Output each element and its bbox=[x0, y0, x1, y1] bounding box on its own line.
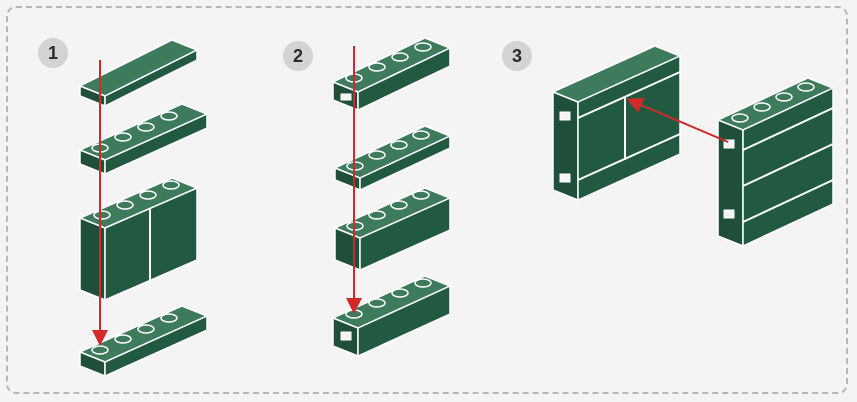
step3-right-assembly bbox=[718, 78, 833, 246]
step2-top-plate bbox=[333, 38, 450, 110]
step-2-group bbox=[333, 38, 450, 356]
step3-left-assembly bbox=[553, 46, 680, 200]
step2-plate bbox=[335, 126, 450, 190]
step-1-group bbox=[80, 40, 207, 376]
step2-brick bbox=[335, 188, 450, 270]
step1-tile-brick bbox=[80, 40, 197, 106]
step2-bottom-plate bbox=[333, 276, 450, 356]
step1-tall-brick bbox=[80, 178, 197, 300]
step-3-group bbox=[553, 46, 833, 246]
